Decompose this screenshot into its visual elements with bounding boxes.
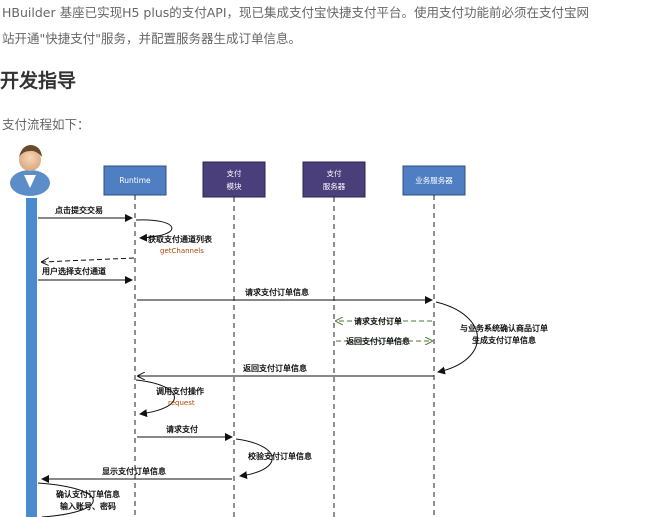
section-heading: 开发指导 xyxy=(0,70,77,92)
flow-label: 支付流程如下： xyxy=(2,117,90,132)
api-request: request xyxy=(168,399,195,407)
msg-show-order-info: 显示支付订单信息 xyxy=(102,466,166,476)
intro-paragraph: HBuilder 基座已实现H5 plus的支付API，现已集成支付宝快捷支付平… xyxy=(2,0,654,52)
msg-return-order-info: 返回支付订单信息 xyxy=(243,363,307,373)
intro-line-2: 站开通"快捷支付"服务，并配置服务器生成订单信息。 xyxy=(2,31,302,46)
pay-server-box xyxy=(302,161,366,198)
user-actor-icon xyxy=(10,145,50,196)
msg-get-channels: 获取支付通道列表 xyxy=(147,234,213,244)
msg-submit-trade: 点击提交交易 xyxy=(55,205,103,215)
msg-confirm-biz-order: 与业务系统确认商品订单 xyxy=(460,323,548,333)
pay-plugin-label-2: 模块 xyxy=(227,181,242,191)
pay-server-label-1: 支付 xyxy=(327,168,342,178)
user-activation-bar xyxy=(26,198,37,517)
msg-call-pay-operation: 调用支付操作 xyxy=(156,386,204,396)
intro-line-1: HBuilder 基座已实现H5 plus的支付API，现已集成支付宝快捷支付平… xyxy=(2,5,590,20)
pay-plugin-label-1: 支付 xyxy=(227,168,242,178)
msg-confirm-order-info: 确认支付订单信息 xyxy=(56,489,120,499)
biz-server-box xyxy=(402,165,466,196)
biz-server-label: 业务服务器 xyxy=(415,175,453,185)
runtime-label: Runtime xyxy=(119,176,151,185)
msg-enter-account-password: 输入账号、密码 xyxy=(60,501,116,511)
msg-request-pay-order: 请求支付订单 xyxy=(354,316,402,326)
msg-generate-order-info: 生成支付订单信息 xyxy=(472,335,536,345)
msg-request-pay: 请求支付 xyxy=(166,424,198,434)
msg-verify-order-info: 校验支付订单信息 xyxy=(248,451,312,461)
msg-select-channel: 用户选择支付通道 xyxy=(41,266,106,276)
pay-plugin-box xyxy=(202,161,266,198)
pay-server-label-2: 服务器 xyxy=(323,181,346,191)
api-getchannels: getChannels xyxy=(160,247,204,255)
msg-request-order-info: 请求支付订单信息 xyxy=(245,287,309,297)
runtime-box xyxy=(103,165,167,196)
msg-return-pay-order: 返回支付订单信息 xyxy=(346,336,410,346)
